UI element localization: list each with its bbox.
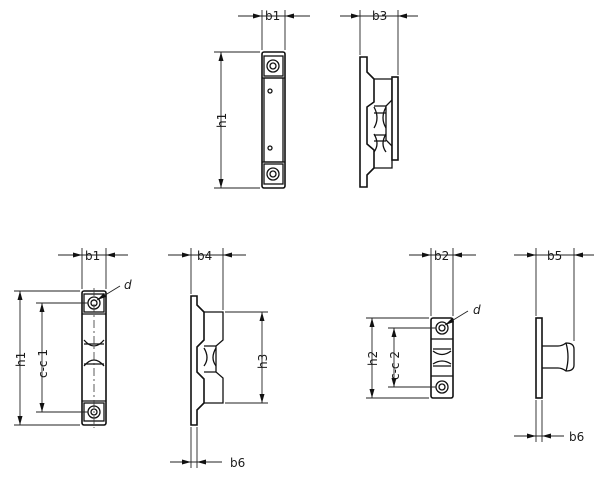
- dimension-b1-left: b1: [58, 248, 128, 289]
- label-b6-mid: b6: [230, 456, 245, 470]
- label-b5: b5: [547, 249, 562, 263]
- dimension-b5: b5: [514, 248, 594, 341]
- label-cc1: c-c 1: [36, 349, 50, 378]
- label-d-right: d: [473, 303, 481, 317]
- label-b3: b3: [372, 9, 387, 23]
- label-h2: h2: [366, 351, 380, 366]
- dimension-b2: b2: [409, 248, 476, 316]
- label-b1-top: b1: [265, 9, 280, 23]
- label-h1-top: h1: [215, 113, 229, 128]
- label-h3: h3: [256, 354, 270, 369]
- dimension-b6-mid: b6: [170, 427, 245, 470]
- leader-d-left: d: [96, 278, 132, 301]
- label-h1-left: h1: [14, 352, 28, 367]
- label-b4: b4: [197, 249, 212, 263]
- dimension-cc1: c-c 1: [36, 302, 88, 413]
- leader-d-right: d: [444, 303, 481, 326]
- label-b1-left: b1: [85, 249, 100, 263]
- label-b2: b2: [434, 249, 449, 263]
- label-d-left: d: [124, 278, 132, 292]
- catch-side-view-top: [359, 56, 399, 188]
- catch-side-view-left: [190, 295, 224, 426]
- dimension-h3: h3: [225, 311, 270, 404]
- small-catch-side-view: [535, 317, 575, 399]
- dimension-b1-top: b1: [238, 9, 310, 50]
- catch-front-view-top: [261, 51, 286, 189]
- dimension-b6-right: b6: [514, 400, 584, 444]
- dimension-h2: h2: [366, 317, 429, 399]
- dimension-cc2: c-c 2: [388, 327, 436, 388]
- small-catch-front-view: [430, 317, 454, 399]
- catch-front-view-left: [81, 288, 107, 428]
- label-cc2: c-c 2: [388, 351, 402, 380]
- dimension-b3: b3: [340, 9, 418, 75]
- label-b6-right: b6: [569, 430, 584, 444]
- dimension-h1-top: h1: [214, 51, 260, 189]
- dimension-b4: b4: [168, 248, 246, 310]
- dimension-h1-left: h1: [14, 290, 80, 426]
